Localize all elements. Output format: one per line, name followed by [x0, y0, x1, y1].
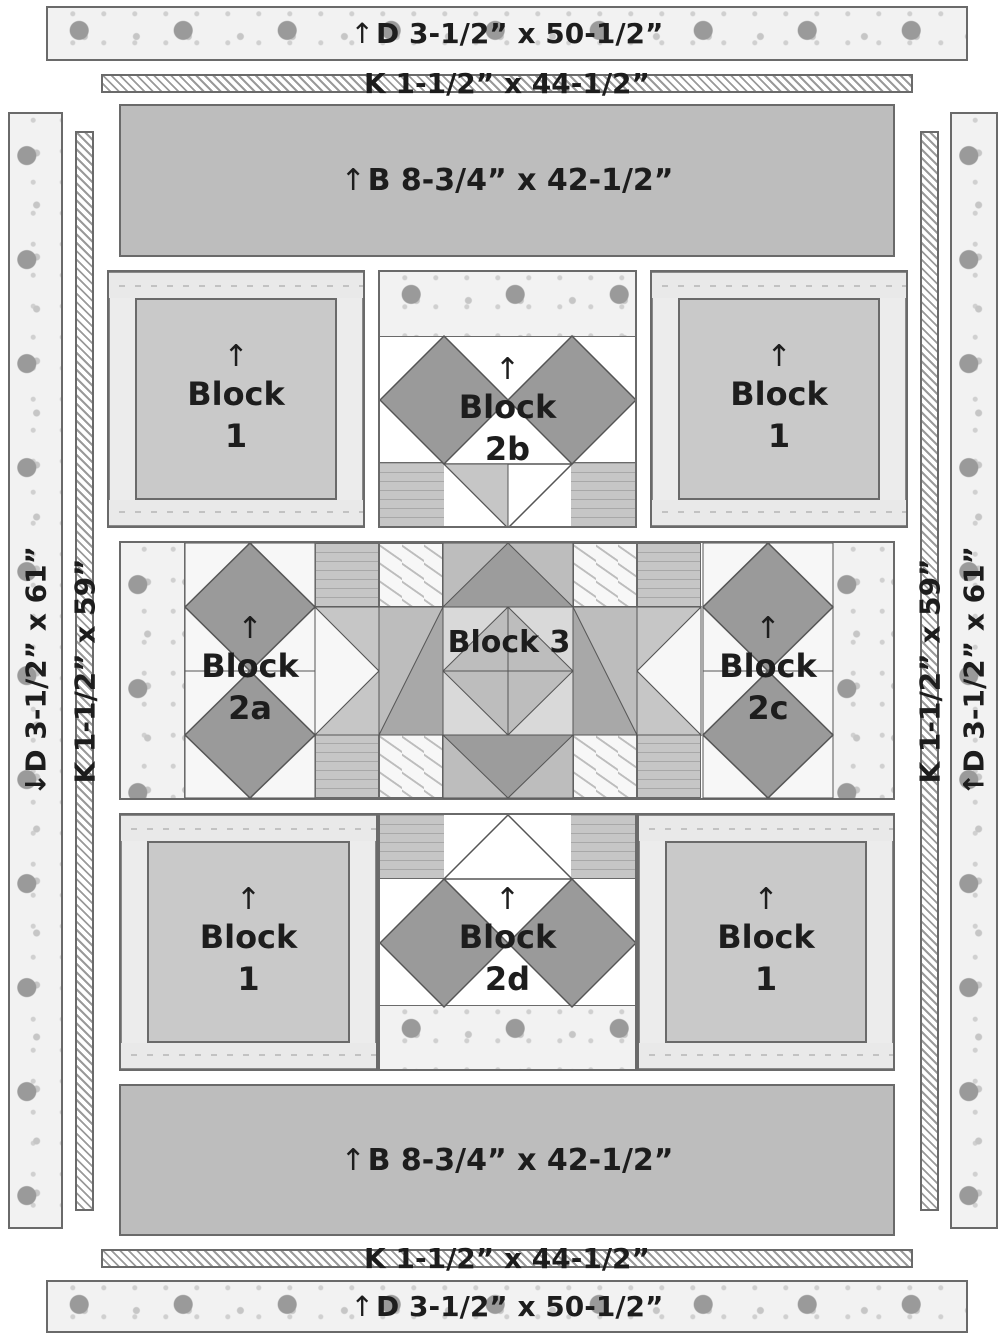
arrow-up-icon: ↑ [121, 884, 376, 916]
border-k-bottom: K 1-1/2” x 44-1/2” [101, 1249, 913, 1268]
border-k-left: K 1-1/2” x 59” [75, 131, 94, 1211]
border-b-bottom: ↑ B 8-3/4” x 42-1/2” [119, 1084, 895, 1236]
block-number: 2b [485, 430, 530, 468]
sashing-bottom [639, 1041, 893, 1069]
border-b-top: ↑ B 8-3/4” x 42-1/2” [119, 104, 895, 257]
block-number: 1 [225, 417, 247, 455]
border-k-top: K 1-1/2” x 44-1/2” [101, 74, 913, 93]
block-2d: ↑ Block 2d [378, 813, 637, 1071]
block-label: Block [730, 375, 828, 413]
border-d-top: ↑ D 3-1/2” x 50-1/2” [46, 6, 968, 61]
sashing-top [652, 272, 906, 300]
block-number: 2a [228, 689, 272, 727]
border-k-left-label: K 1-1/2” x 59” [68, 558, 101, 783]
border-k-top-label: K 1-1/2” x 44-1/2” [364, 67, 650, 100]
block-number: 2c [747, 689, 788, 727]
block-number: 2d [485, 960, 530, 998]
arrow-up-icon: ↑ [351, 1290, 374, 1323]
sashing-bottom [109, 498, 363, 526]
block-label: Block [717, 918, 815, 956]
block-1-bottom-left: ↑ Block 1 [119, 813, 378, 1071]
border-b-top-label: B 8-3/4” x 42-1/2” [368, 163, 674, 198]
arrow-up-icon: ↑ [340, 1143, 365, 1178]
arrow-up-icon: ↑ [652, 341, 906, 373]
block-1-bottom-right: ↑ Block 1 [637, 813, 895, 1071]
block-number: 1 [755, 960, 777, 998]
block-label: Block [187, 375, 285, 413]
sashing-bottom [121, 1041, 376, 1069]
block-3-label: Block 3 [448, 625, 571, 660]
block-1-top-left: ↑ Block 1 [107, 270, 365, 528]
block-label: Block [459, 918, 557, 956]
sashing-top [109, 272, 363, 300]
arrow-up-icon: ↑ [380, 884, 635, 916]
block-2b: ↑ Block 2b [378, 270, 637, 528]
arrow-up-icon: ↑ [185, 613, 315, 645]
block-number: 1 [768, 417, 790, 455]
border-d-bottom-label: D 3-1/2” x 50-1/2” [376, 1290, 663, 1323]
arrow-up-icon: ↑ [351, 17, 374, 50]
arrow-up-icon: ↑ [340, 163, 365, 198]
sashing-top [121, 815, 376, 843]
border-d-right-label: ↑D 3-1/2” x 61” [958, 545, 991, 795]
block-label: Block [200, 918, 298, 956]
border-d-bottom: ↑ D 3-1/2” x 50-1/2” [46, 1280, 968, 1333]
block-label: Block [459, 388, 557, 426]
block-label: Block [719, 647, 817, 685]
sashing-top [639, 815, 893, 843]
arrow-up-icon: ↑ [703, 613, 833, 645]
border-d-top-label: D 3-1/2” x 50-1/2” [376, 17, 663, 50]
block-1-top-right: ↑ Block 1 [650, 270, 908, 528]
block-label: Block [201, 647, 299, 685]
border-k-right-label: K 1-1/2” x 59” [913, 558, 946, 783]
border-k-bottom-label: K 1-1/2” x 44-1/2” [364, 1242, 650, 1275]
arrow-up-icon: ↑ [380, 354, 635, 386]
sashing-bottom [652, 498, 906, 526]
center-row: ↑ Block 2a Block 3 ↑ Block 2c [119, 541, 895, 800]
border-d-left: ↓D 3-1/2” x 61” [8, 112, 63, 1229]
border-k-right: K 1-1/2” x 59” [920, 131, 939, 1211]
border-b-bottom-label: B 8-3/4” x 42-1/2” [368, 1143, 674, 1178]
arrow-up-icon: ↑ [109, 341, 363, 373]
border-d-left-label: ↓D 3-1/2” x 61” [19, 545, 52, 795]
arrow-up-icon: ↑ [639, 884, 893, 916]
block-number: 1 [237, 960, 259, 998]
border-d-right: ↑D 3-1/2” x 61” [950, 112, 998, 1229]
